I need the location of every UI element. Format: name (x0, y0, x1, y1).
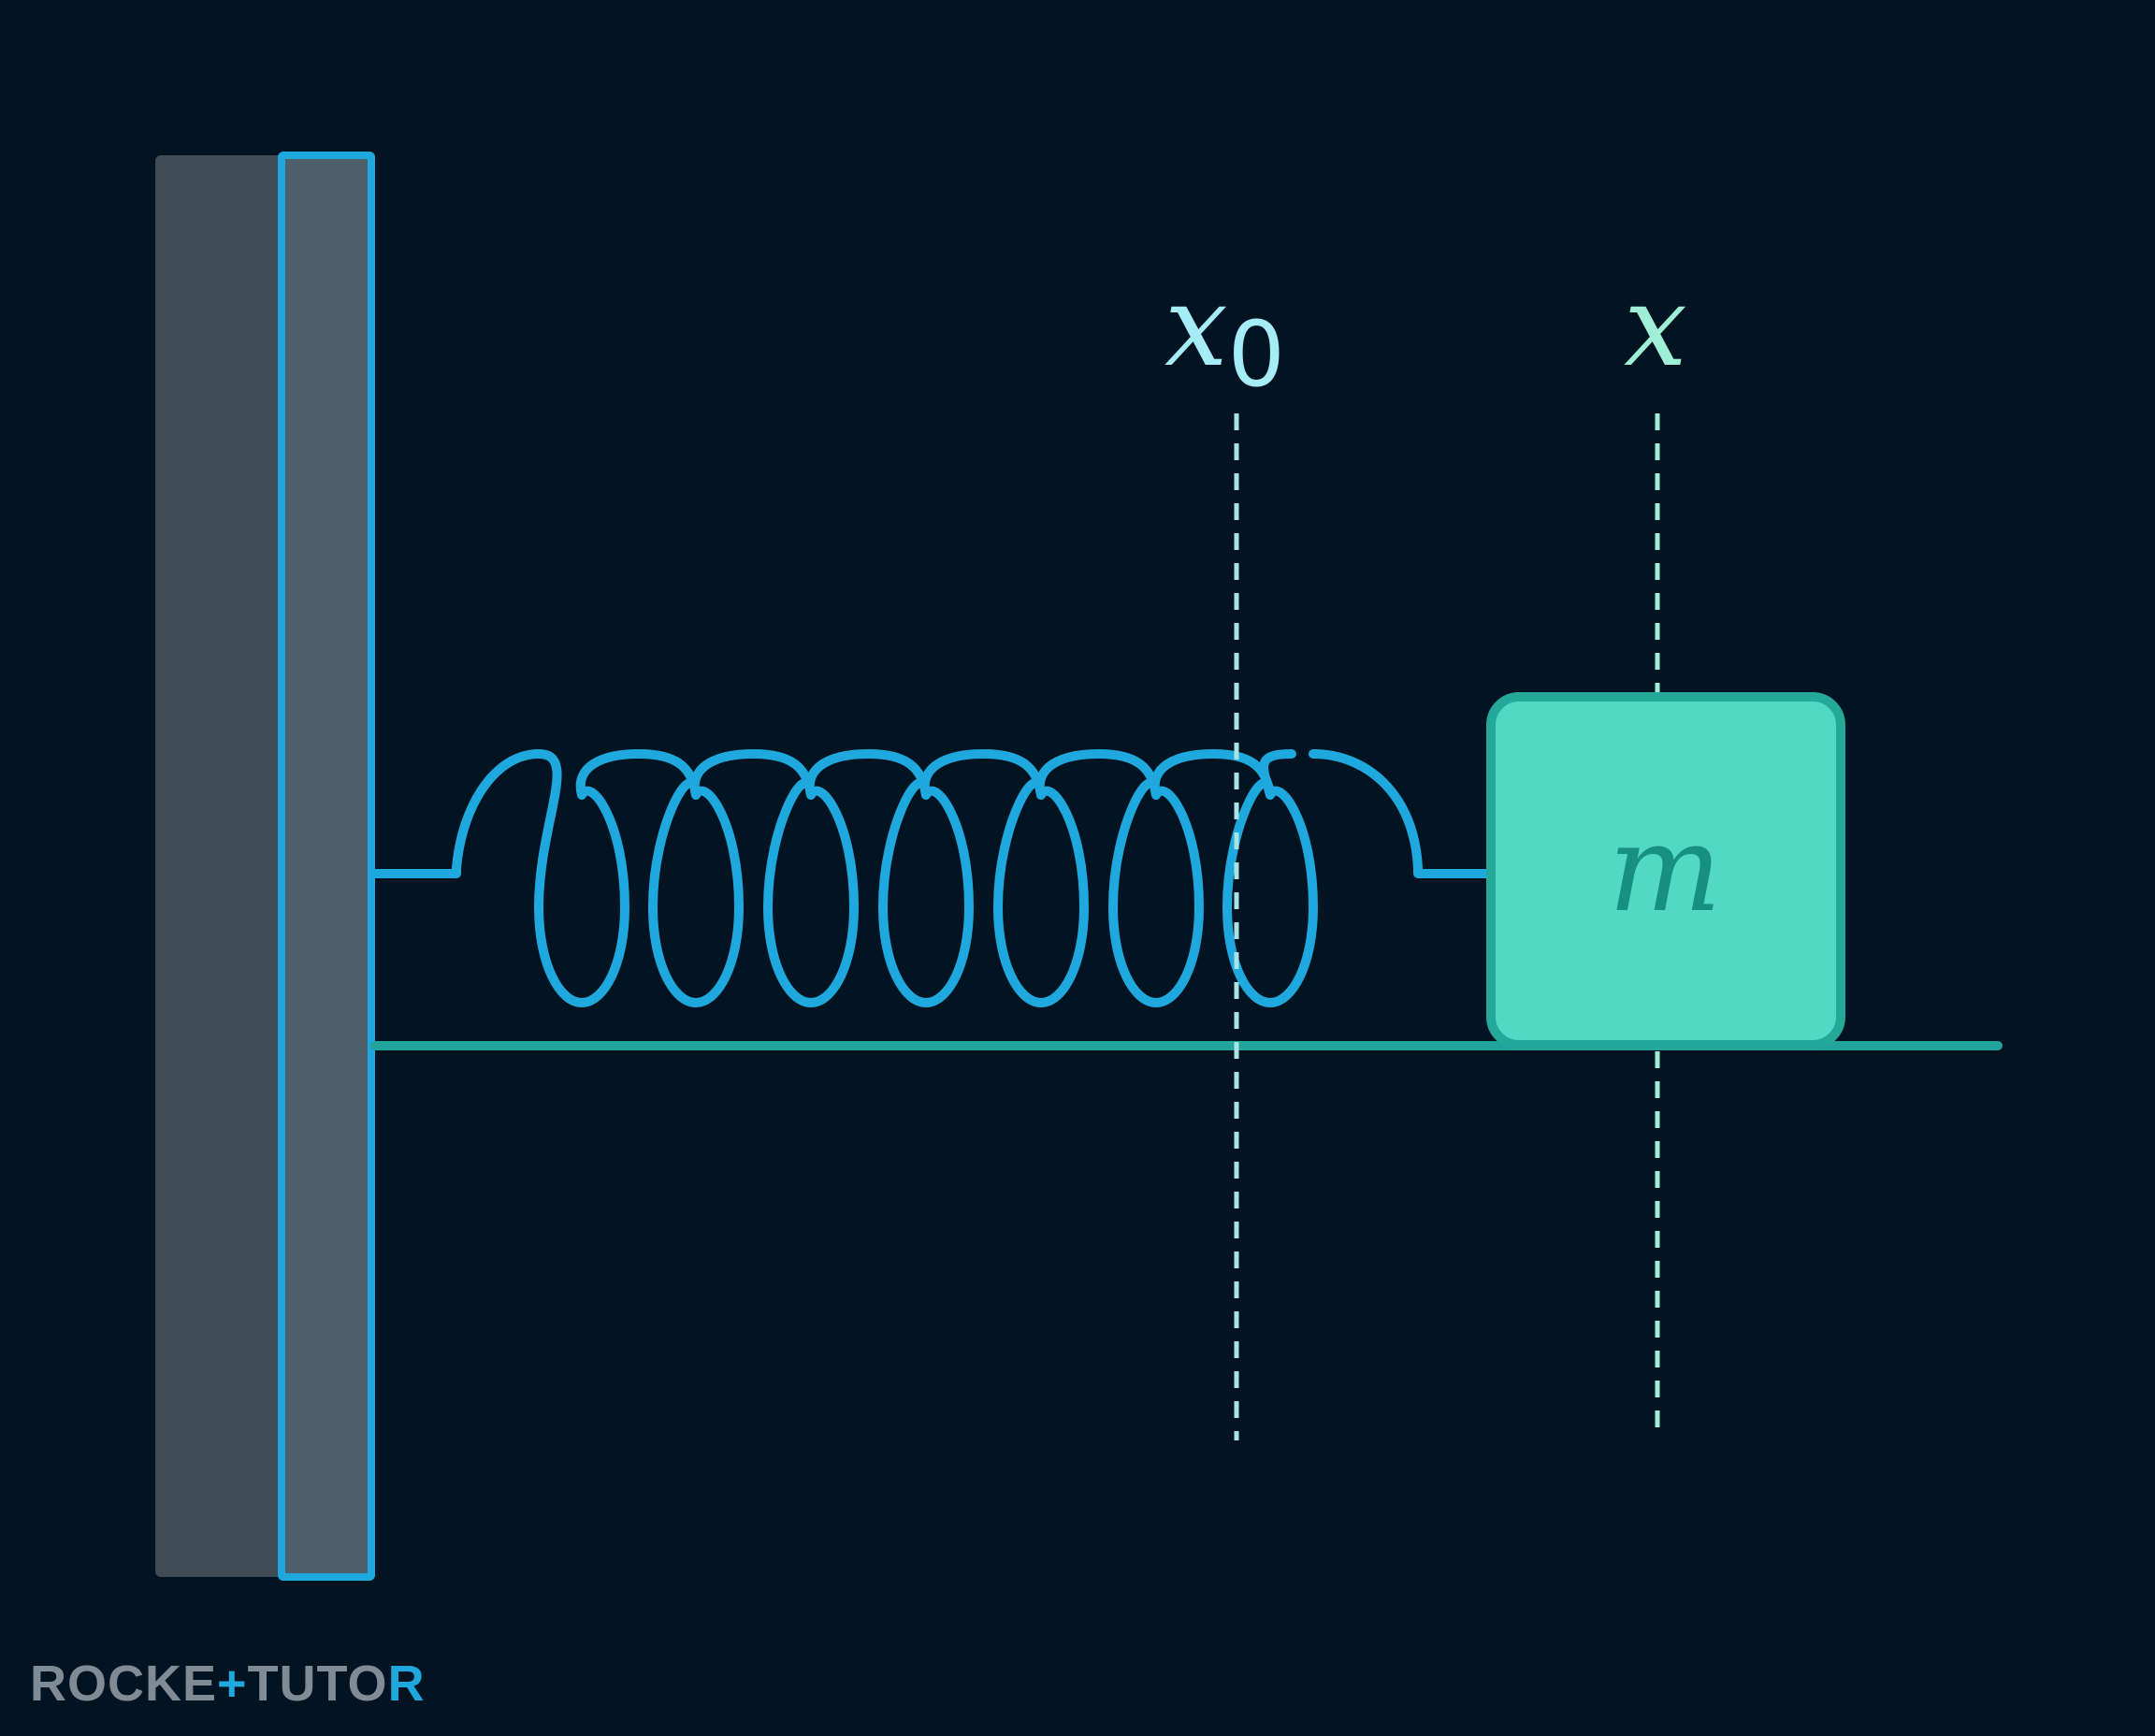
equilibrium-label: x0 (1164, 262, 1285, 407)
mass-label: m (1608, 800, 1721, 939)
position-label: x (1624, 262, 1687, 392)
brand-part-2: TUTO (248, 1656, 388, 1712)
brand-part-1: ROCKE (30, 1656, 217, 1712)
wall-back (155, 155, 286, 1577)
spring-coils (534, 749, 1318, 1007)
wall-front (278, 152, 375, 1581)
brand-part-3: R (388, 1656, 426, 1712)
spring (370, 749, 1492, 1007)
mass-block (1486, 692, 1845, 1049)
brand-cross: + (217, 1656, 248, 1712)
equilibrium-label-subscript: 0 (1228, 302, 1285, 407)
brand-logo: ROCKE+TUTOR (30, 1656, 426, 1712)
equilibrium-label-base: x (1164, 262, 1228, 392)
